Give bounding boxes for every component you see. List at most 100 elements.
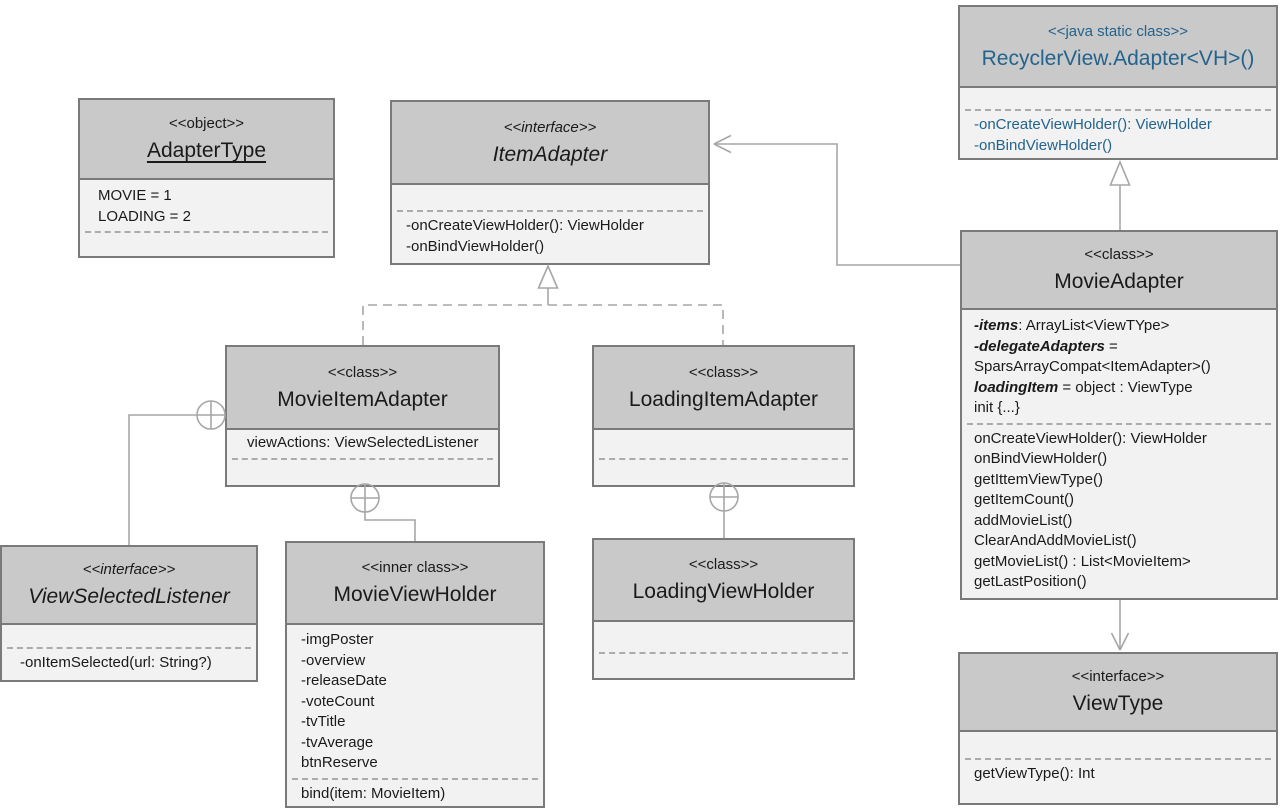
method-item: onBindViewHolder(): [974, 450, 1108, 467]
class-stereotype: <<inner class>>: [361, 559, 469, 576]
containment-line: [364, 512, 416, 541]
attribute-item: -imgPoster: [301, 631, 374, 648]
hollow-triangle-arrow-icon: [1109, 159, 1131, 186]
class-recyclerview-adapter: <<java static class>> RecyclerView.Adapt…: [958, 5, 1278, 160]
class-viewtype: <<interface>> ViewType getViewType(): In…: [958, 652, 1278, 805]
class-body: MOVIE = 1 LOADING = 2: [80, 180, 333, 233]
hollow-triangle-arrow-icon: [537, 263, 559, 289]
class-movieviewholder: <<inner class>> MovieViewHolder -imgPost…: [285, 541, 545, 808]
method-item: addMovieList(): [974, 511, 1073, 529]
class-body: -imgPoster -overview -releaseDate -voteC…: [287, 625, 543, 804]
class-stereotype: <<object>>: [168, 115, 245, 132]
class-name: MovieItemAdapter: [277, 387, 448, 411]
open-arrowhead-icon: [713, 143, 732, 154]
attribute-type: = object : ViewType: [1058, 378, 1193, 396]
attribute-item: -delegateAdapters =: [962, 337, 1276, 358]
class-body: [594, 622, 853, 654]
class-adaptertype: <<object>> AdapterType MOVIE = 1 LOADING…: [78, 98, 335, 258]
class-viewselectedlistener: <<interface>> ViewSelectedListener -onIt…: [0, 545, 258, 682]
attribute-item: MOVIE = 1: [98, 187, 172, 204]
class-stereotype: <<class>>: [688, 556, 759, 573]
containment-viewselectedlistener-to-movieitemadapter: [128, 400, 226, 545]
class-name: MovieAdapter: [1054, 270, 1184, 293]
member-separator: [85, 231, 328, 233]
class-header: <<class>> LoadingItemAdapter: [594, 347, 853, 430]
class-stereotype: <<interface>>: [1071, 668, 1165, 685]
association-line: [714, 143, 960, 266]
association-movieadapter-to-itemadapter: [713, 134, 960, 266]
method-item: -onCreateViewHolder(): ViewHolder: [974, 116, 1212, 133]
attribute-item: -voteCount: [301, 692, 375, 710]
attribute-type: =: [1104, 337, 1118, 355]
class-header: <<java static class>> RecyclerView.Adapt…: [960, 7, 1276, 88]
class-body: -onCreateViewHolder(): ViewHolder -onBin…: [960, 88, 1276, 156]
method-item: -onBindViewHolder(): [974, 136, 1113, 154]
class-header: <<object>> AdapterType: [80, 100, 333, 180]
class-body: viewActions: ViewSelectedListener: [227, 430, 498, 460]
class-stereotype: <<class>>: [1084, 246, 1154, 263]
attribute-item: -overview: [301, 651, 366, 669]
realization-dashed-line: [362, 304, 724, 345]
member-separator: [967, 422, 1271, 425]
circle-plus-anchor-icon: [350, 483, 380, 513]
member-separator: [965, 758, 1271, 760]
attribute-item: -releaseDate: [301, 672, 387, 689]
attribute-item: btnReserve: [301, 754, 378, 771]
attribute-item: -tvAverage: [301, 733, 374, 751]
class-name: MovieViewHolder: [333, 583, 497, 606]
circle-plus-anchor-icon: [709, 482, 739, 512]
class-header: <<interface>> ItemAdapter: [392, 102, 708, 185]
class-name: ItemAdapter: [492, 142, 608, 166]
class-name: ViewSelectedListener: [28, 585, 230, 608]
member-separator: [232, 457, 493, 460]
spacer: [594, 622, 853, 648]
class-header: <<inner class>> MovieViewHolder: [287, 543, 543, 625]
method-item: onCreateViewHolder(): ViewHolder: [974, 429, 1207, 447]
member-separator: [7, 647, 251, 649]
method-item: -onBindViewHolder(): [406, 237, 545, 255]
attribute-item: LOADING = 2: [98, 207, 191, 225]
attribute-item: loadingItem = object : ViewType: [962, 378, 1276, 399]
method-item: getIttemViewType(): [974, 470, 1103, 488]
method-item: ClearAndAddMovieList(): [974, 532, 1137, 549]
realization-adapters-to-itemadapter: [362, 263, 724, 345]
attribute-item: SparsArrayCompat<ItemAdapter>(): [974, 358, 1211, 375]
spacer: [960, 732, 1276, 754]
class-name: AdapterType: [146, 139, 267, 162]
circle-plus-anchor-icon: [196, 400, 226, 430]
method-item: getLastPosition(): [974, 573, 1087, 590]
class-body: -onCreateViewHolder(): ViewHolder -onBin…: [392, 185, 708, 257]
member-separator: [965, 109, 1271, 111]
method-item: getItemCount(): [974, 491, 1075, 508]
class-stereotype: <<interface>>: [503, 118, 597, 136]
attribute-name: loadingItem: [974, 378, 1059, 396]
spacer: [2, 625, 256, 643]
class-header: <<class>> MovieItemAdapter: [227, 347, 498, 430]
class-loadingitemadapter: <<class>> LoadingItemAdapter: [592, 345, 855, 487]
open-arrowhead-icon: [1119, 632, 1130, 651]
class-body: [594, 430, 853, 460]
spacer: [392, 185, 708, 206]
class-body: getViewType(): Int: [960, 732, 1276, 785]
member-separator: [599, 652, 848, 654]
open-arrowhead-icon: [713, 134, 732, 145]
method-item: bind(item: MovieItem): [301, 784, 446, 802]
containment-line: [128, 414, 197, 545]
class-movieitemadapter: <<class>> MovieItemAdapter viewActions: …: [225, 345, 500, 487]
class-header: <<interface>> ViewSelectedListener: [2, 547, 256, 625]
attribute-type: : ArrayList<ViewTYpe>: [1018, 317, 1170, 334]
member-separator: [397, 210, 703, 212]
attribute-item: -items: ArrayList<ViewTYpe>: [962, 316, 1276, 337]
member-separator: [292, 777, 538, 780]
spacer: [960, 88, 1276, 105]
spacer: [594, 430, 853, 454]
open-arrowhead-icon: [1110, 632, 1121, 651]
class-body: -items: ArrayList<ViewTYpe> -delegateAda…: [962, 310, 1276, 593]
class-header: <<class>> LoadingViewHolder: [594, 540, 853, 622]
class-itemadapter: <<interface>> ItemAdapter -onCreateViewH…: [390, 100, 710, 265]
class-stereotype: <<java static class>>: [1047, 22, 1189, 40]
generalization-movieadapter-to-recycleradapter: [1109, 159, 1131, 230]
class-body: -onItemSelected(url: String?): [2, 625, 256, 674]
containment-movieviewholder-to-movieitemadapter: [350, 483, 416, 541]
